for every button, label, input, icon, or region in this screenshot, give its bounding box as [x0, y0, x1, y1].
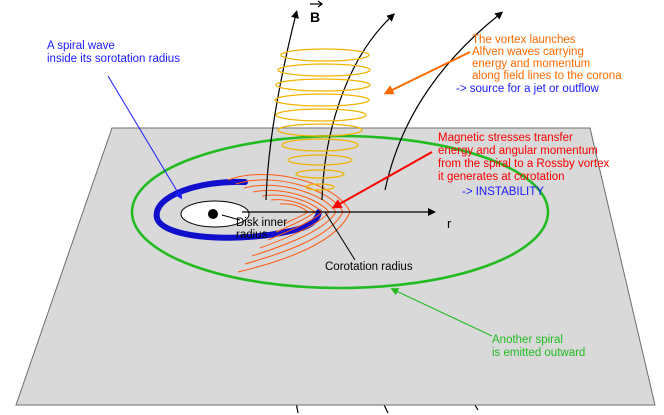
- spiral-wave-arrow: [107, 75, 183, 200]
- central-star: [208, 209, 218, 219]
- disk-inner-label: Disk inner radius: [236, 217, 290, 241]
- stresses-result-label: -> INSTABILITY: [462, 186, 544, 198]
- helix-above: [274, 48, 371, 191]
- radial-axis-label: r: [447, 216, 452, 231]
- vortex-result-label: -> source for a jet or outflow: [456, 83, 600, 95]
- field-lines-above: [265, 10, 504, 201]
- corotation-pointer: [324, 211, 356, 261]
- blue-spiral-wave: [153, 178, 322, 241]
- stresses-label: Magnetic stresses transfer energy and an…: [438, 132, 613, 183]
- another-spiral-label: Another spiral is emitted outward: [492, 334, 585, 359]
- another-spiral-arrow: [390, 288, 493, 337]
- field-vector-head: [317, 0, 323, 8]
- field-label: B: [310, 9, 320, 25]
- stresses-arrow: [331, 151, 433, 209]
- disk-inner-pointer: [221, 214, 241, 221]
- outer-spiral-ring: [130, 134, 550, 290]
- corotation-label: Corotation radius: [325, 261, 413, 273]
- vortex-label: The vortex launches Alfven waves carryin…: [472, 34, 622, 82]
- spiral-wave-label: A spiral wave inside its sorotation radi…: [47, 40, 180, 65]
- vortex-arrow: [383, 51, 471, 95]
